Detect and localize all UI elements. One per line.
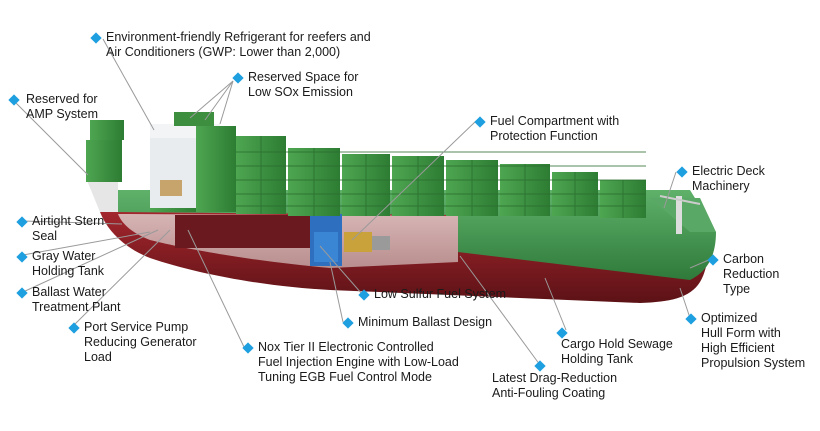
callout-text: Gray Water xyxy=(32,249,104,264)
callout-nox: Nox Tier II Electronic Controlled Fuel I… xyxy=(258,340,459,385)
callout-text: AMP System xyxy=(26,107,98,122)
callout-hull-form: Optimized Hull Form with High Efficient … xyxy=(701,311,805,371)
callout-text: Seal xyxy=(32,229,104,244)
callout-fuel-compartment: Fuel Compartment with Protection Functio… xyxy=(490,114,619,144)
callout-text: Machinery xyxy=(692,179,765,194)
callout-text: Load xyxy=(84,350,197,365)
callout-text: Propulsion System xyxy=(701,356,805,371)
callout-text: Reduction xyxy=(723,267,779,282)
callout-text: Air Conditioners (GWP: Lower than 2,000) xyxy=(106,45,371,60)
callout-text: Electric Deck xyxy=(692,164,765,179)
callout-text: Type xyxy=(723,282,779,297)
callout-text: Reserved Space for xyxy=(248,70,358,85)
callout-text: Tuning EGB Fuel Control Mode xyxy=(258,370,459,385)
callout-text: Port Service Pump xyxy=(84,320,197,335)
callout-text: Nox Tier II Electronic Controlled xyxy=(258,340,459,355)
callout-amp: Reserved for AMP System xyxy=(26,92,98,122)
callout-text: Airtight Stern xyxy=(32,214,104,229)
callout-anti-fouling: Latest Drag-Reduction Anti-Fouling Coati… xyxy=(492,371,617,401)
callout-text: Environment-friendly Refrigerant for ree… xyxy=(106,30,371,45)
callout-text: Fuel Injection Engine with Low-Load xyxy=(258,355,459,370)
callout-deck-machinery: Electric Deck Machinery xyxy=(692,164,765,194)
callout-low-sulfur: Low Sulfur Fuel System xyxy=(374,287,506,302)
callout-gray-water: Gray Water Holding Tank xyxy=(32,249,104,279)
callout-ballast-treatment: Ballast Water Treatment Plant xyxy=(32,285,120,315)
callout-text: Low Sulfur Fuel System xyxy=(374,287,506,302)
callout-sox: Reserved Space for Low SOx Emission xyxy=(248,70,358,100)
callout-text: Reserved for xyxy=(26,92,98,107)
callout-text: Treatment Plant xyxy=(32,300,120,315)
callout-text: Hull Form with xyxy=(701,326,805,341)
callout-text: Carbon xyxy=(723,252,779,267)
callout-text: Protection Function xyxy=(490,129,619,144)
callout-stern-seal: Airtight Stern Seal xyxy=(32,214,104,244)
callout-text: Ballast Water xyxy=(32,285,120,300)
callout-text: Holding Tank xyxy=(32,264,104,279)
callout-text: Low SOx Emission xyxy=(248,85,358,100)
callout-text: Reducing Generator xyxy=(84,335,197,350)
callout-text: Anti-Fouling Coating xyxy=(492,386,617,401)
callout-refrigerant: Environment-friendly Refrigerant for ree… xyxy=(106,30,371,60)
callout-text: Cargo Hold Sewage xyxy=(561,337,673,352)
callout-sewage: Cargo Hold Sewage Holding Tank xyxy=(561,337,673,367)
callout-min-ballast: Minimum Ballast Design xyxy=(358,315,492,330)
callout-text: Optimized xyxy=(701,311,805,326)
callout-service-pump: Port Service Pump Reducing Generator Loa… xyxy=(84,320,197,365)
callout-text: High Efficient xyxy=(701,341,805,356)
callout-text: Holding Tank xyxy=(561,352,673,367)
callout-text: Minimum Ballast Design xyxy=(358,315,492,330)
callout-carbon: Carbon Reduction Type xyxy=(723,252,779,297)
callout-text: Latest Drag-Reduction xyxy=(492,371,617,386)
callout-text: Fuel Compartment with xyxy=(490,114,619,129)
